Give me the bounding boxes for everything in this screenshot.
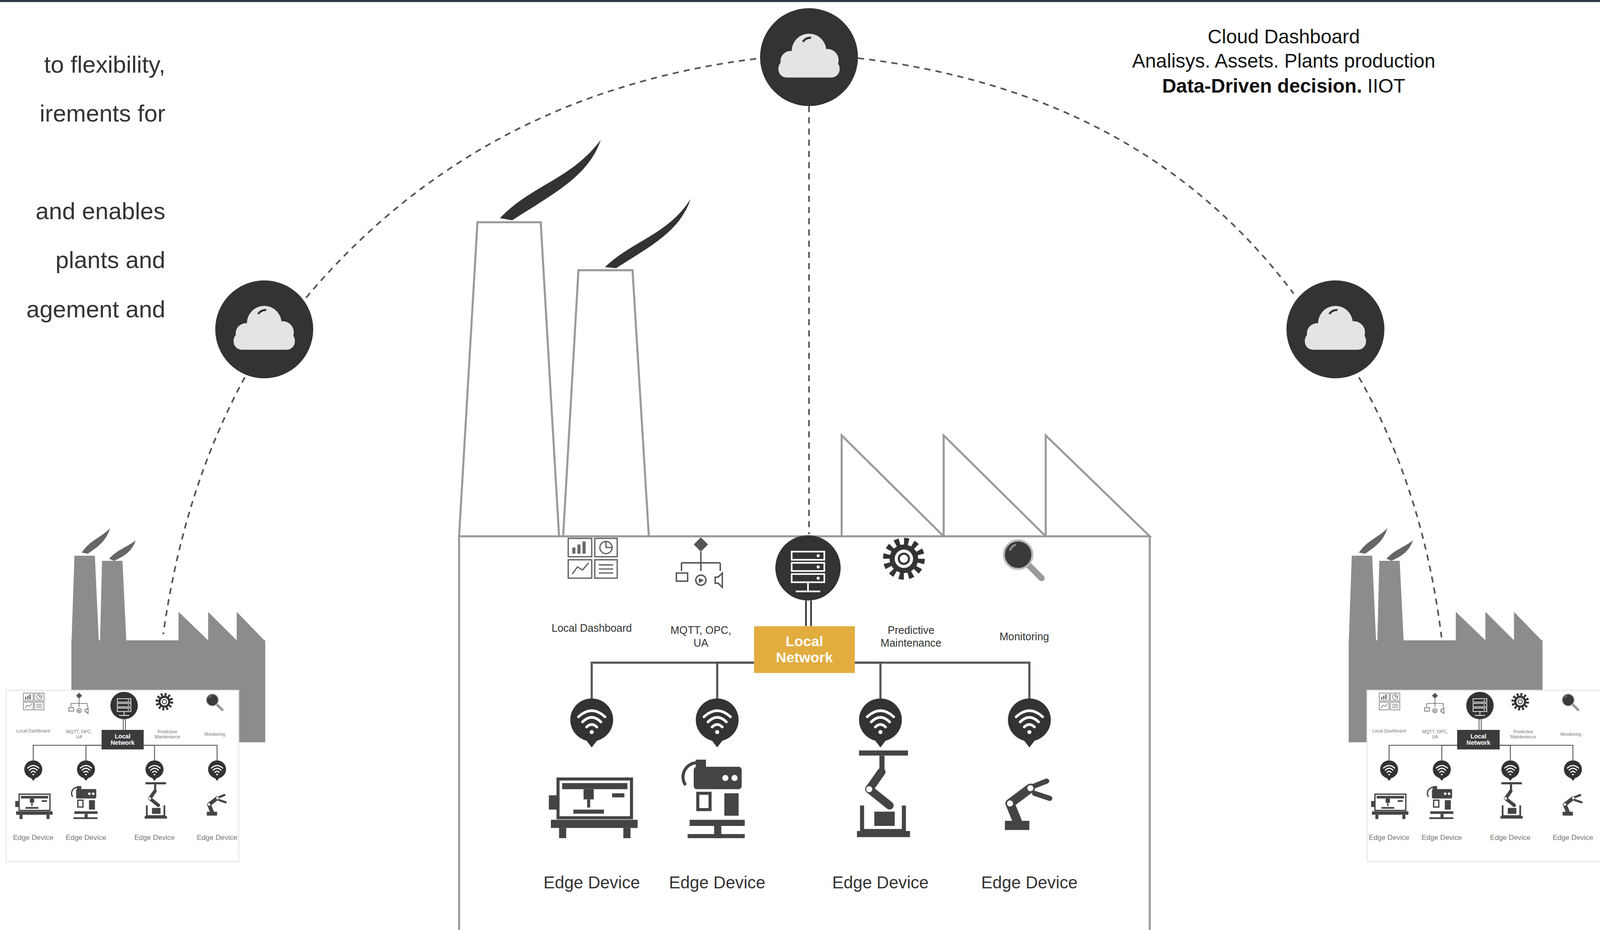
icon-label: Predictive Maintenance bbox=[1508, 729, 1538, 741]
device-label: Edge Device bbox=[981, 873, 1078, 893]
device-label: Edge Device bbox=[543, 873, 641, 893]
device-label: Edge Device bbox=[669, 873, 766, 893]
edge-device: Edge Device bbox=[1543, 760, 1600, 843]
device-label: Edge Device bbox=[1490, 834, 1531, 843]
icon-label: MQTT, OPC, UA bbox=[669, 624, 733, 650]
factory-outline bbox=[499, 139, 602, 221]
icon-label: MQTT, OPC, UA bbox=[1421, 729, 1449, 741]
device-label: Edge Device bbox=[13, 834, 54, 843]
factory-outline bbox=[459, 222, 1150, 930]
paragraph-fragment: agement and bbox=[26, 295, 166, 324]
icon-label: Local Dashboard bbox=[551, 621, 632, 635]
cloud-caption: Analisys. Assets. Plants production bbox=[1131, 49, 1436, 73]
edge-device: Edge Device bbox=[958, 698, 1101, 893]
network-wire bbox=[1499, 745, 1511, 761]
network-wire bbox=[143, 745, 217, 761]
factory-outline bbox=[459, 222, 559, 537]
network-wire bbox=[591, 663, 755, 699]
network-wire bbox=[1389, 745, 1458, 761]
mini-panel bbox=[1367, 690, 1600, 863]
factory-outline bbox=[604, 198, 691, 269]
paragraph-fragment: and enables bbox=[35, 196, 166, 226]
factory-outline bbox=[1045, 435, 1150, 537]
factory-outline bbox=[841, 435, 944, 537]
edge-device: Edge Device bbox=[645, 698, 789, 893]
network-wire bbox=[717, 663, 754, 699]
device-label: Edge Device bbox=[196, 834, 238, 843]
top-bar bbox=[0, 0, 1600, 3]
icon-label: Local Dashboard bbox=[16, 728, 51, 735]
cloud-link bbox=[163, 377, 245, 635]
cloud-caption: Data-Driven decision. bbox=[1162, 74, 1362, 98]
edge-device: Edge Device bbox=[520, 698, 664, 893]
cloud-caption: Cloud Dashboard bbox=[1207, 25, 1360, 49]
device-label: Edge Device bbox=[1552, 834, 1594, 843]
factory-outline bbox=[943, 435, 1046, 537]
edge-device: Edge Device bbox=[124, 760, 185, 843]
illustration bbox=[15, 692, 227, 820]
network-label: Local Network bbox=[1462, 733, 1495, 747]
factory-outline bbox=[459, 139, 1150, 930]
network-box: Local Network bbox=[101, 730, 145, 750]
icon-label: Local Dashboard bbox=[1372, 728, 1406, 735]
paragraph-fragment: to flexibility, bbox=[44, 50, 166, 79]
icon-label: Monitoring bbox=[204, 731, 226, 738]
network-wire bbox=[1441, 745, 1458, 761]
edge-device: Edge Device bbox=[1411, 760, 1472, 843]
factory-outline bbox=[563, 270, 650, 537]
network-wire bbox=[854, 663, 1030, 699]
icon-label: Monitoring bbox=[999, 630, 1050, 644]
mini-panel bbox=[5, 690, 239, 863]
illustration bbox=[1286, 280, 1385, 379]
edge-device: Edge Device bbox=[187, 760, 247, 843]
icon-label: Monitoring bbox=[1560, 731, 1582, 738]
illustration bbox=[215, 280, 313, 379]
illustration bbox=[760, 8, 858, 106]
network-wire bbox=[85, 745, 102, 761]
cloud-link bbox=[808, 106, 810, 535]
network-box: Local Network bbox=[754, 626, 856, 674]
network-label: Local Network bbox=[106, 733, 139, 747]
device-label: Edge Device bbox=[832, 873, 929, 893]
device-label: Edge Device bbox=[134, 834, 175, 843]
icon-label: Predictive Maintenance bbox=[152, 729, 182, 741]
illustration bbox=[1371, 692, 1583, 820]
icon-label: Predictive Maintenance bbox=[876, 624, 947, 650]
device-label: Edge Device bbox=[1368, 834, 1410, 843]
cloud-caption: IIOT bbox=[1367, 74, 1406, 98]
edge-device: Edge Device bbox=[56, 760, 117, 843]
paragraph-fragment: irements for bbox=[39, 99, 166, 128]
illustration bbox=[548, 535, 1051, 839]
edge-device: Edge Device bbox=[3, 760, 64, 843]
icon-label: MQTT, OPC, UA bbox=[65, 729, 93, 741]
edge-device: Edge Device bbox=[1358, 760, 1419, 843]
network-wire bbox=[854, 663, 881, 699]
edge-device: Edge Device bbox=[808, 698, 952, 893]
edge-device: Edge Device bbox=[1480, 760, 1541, 843]
network-wire bbox=[1499, 745, 1573, 761]
network-wire bbox=[143, 745, 155, 761]
paragraph-fragment: plants and bbox=[55, 245, 166, 275]
network-label: Local Network bbox=[766, 633, 843, 666]
device-label: Edge Device bbox=[1421, 834, 1462, 843]
device-label: Edge Device bbox=[65, 834, 107, 843]
network-wire bbox=[33, 745, 102, 761]
network-box: Local Network bbox=[1457, 730, 1500, 750]
text-row: Data-Driven decision.IIOT bbox=[1162, 74, 1406, 98]
